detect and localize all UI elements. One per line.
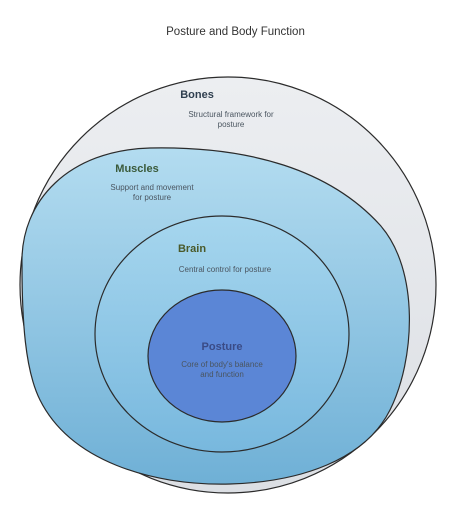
muscles-title: Muscles: [115, 163, 158, 175]
muscles-description-line-1: Support and movement: [110, 183, 194, 192]
posture-title: Posture: [202, 341, 243, 353]
posture-description-line-1: Core of body's balance: [181, 360, 263, 369]
diagram-title: Posture and Body Function: [166, 26, 305, 38]
posture-layer: [147, 289, 297, 423]
bones-description-line-1: Structural framework for: [188, 110, 274, 119]
bones-title: Bones: [180, 89, 214, 101]
muscles-description-line-2: for posture: [133, 193, 172, 202]
bones-description-line-2: posture: [218, 120, 245, 129]
posture-description-line-2: and function: [200, 370, 244, 379]
brain-description-line-1: Central control for posture: [179, 265, 272, 274]
brain-title: Brain: [178, 243, 206, 255]
